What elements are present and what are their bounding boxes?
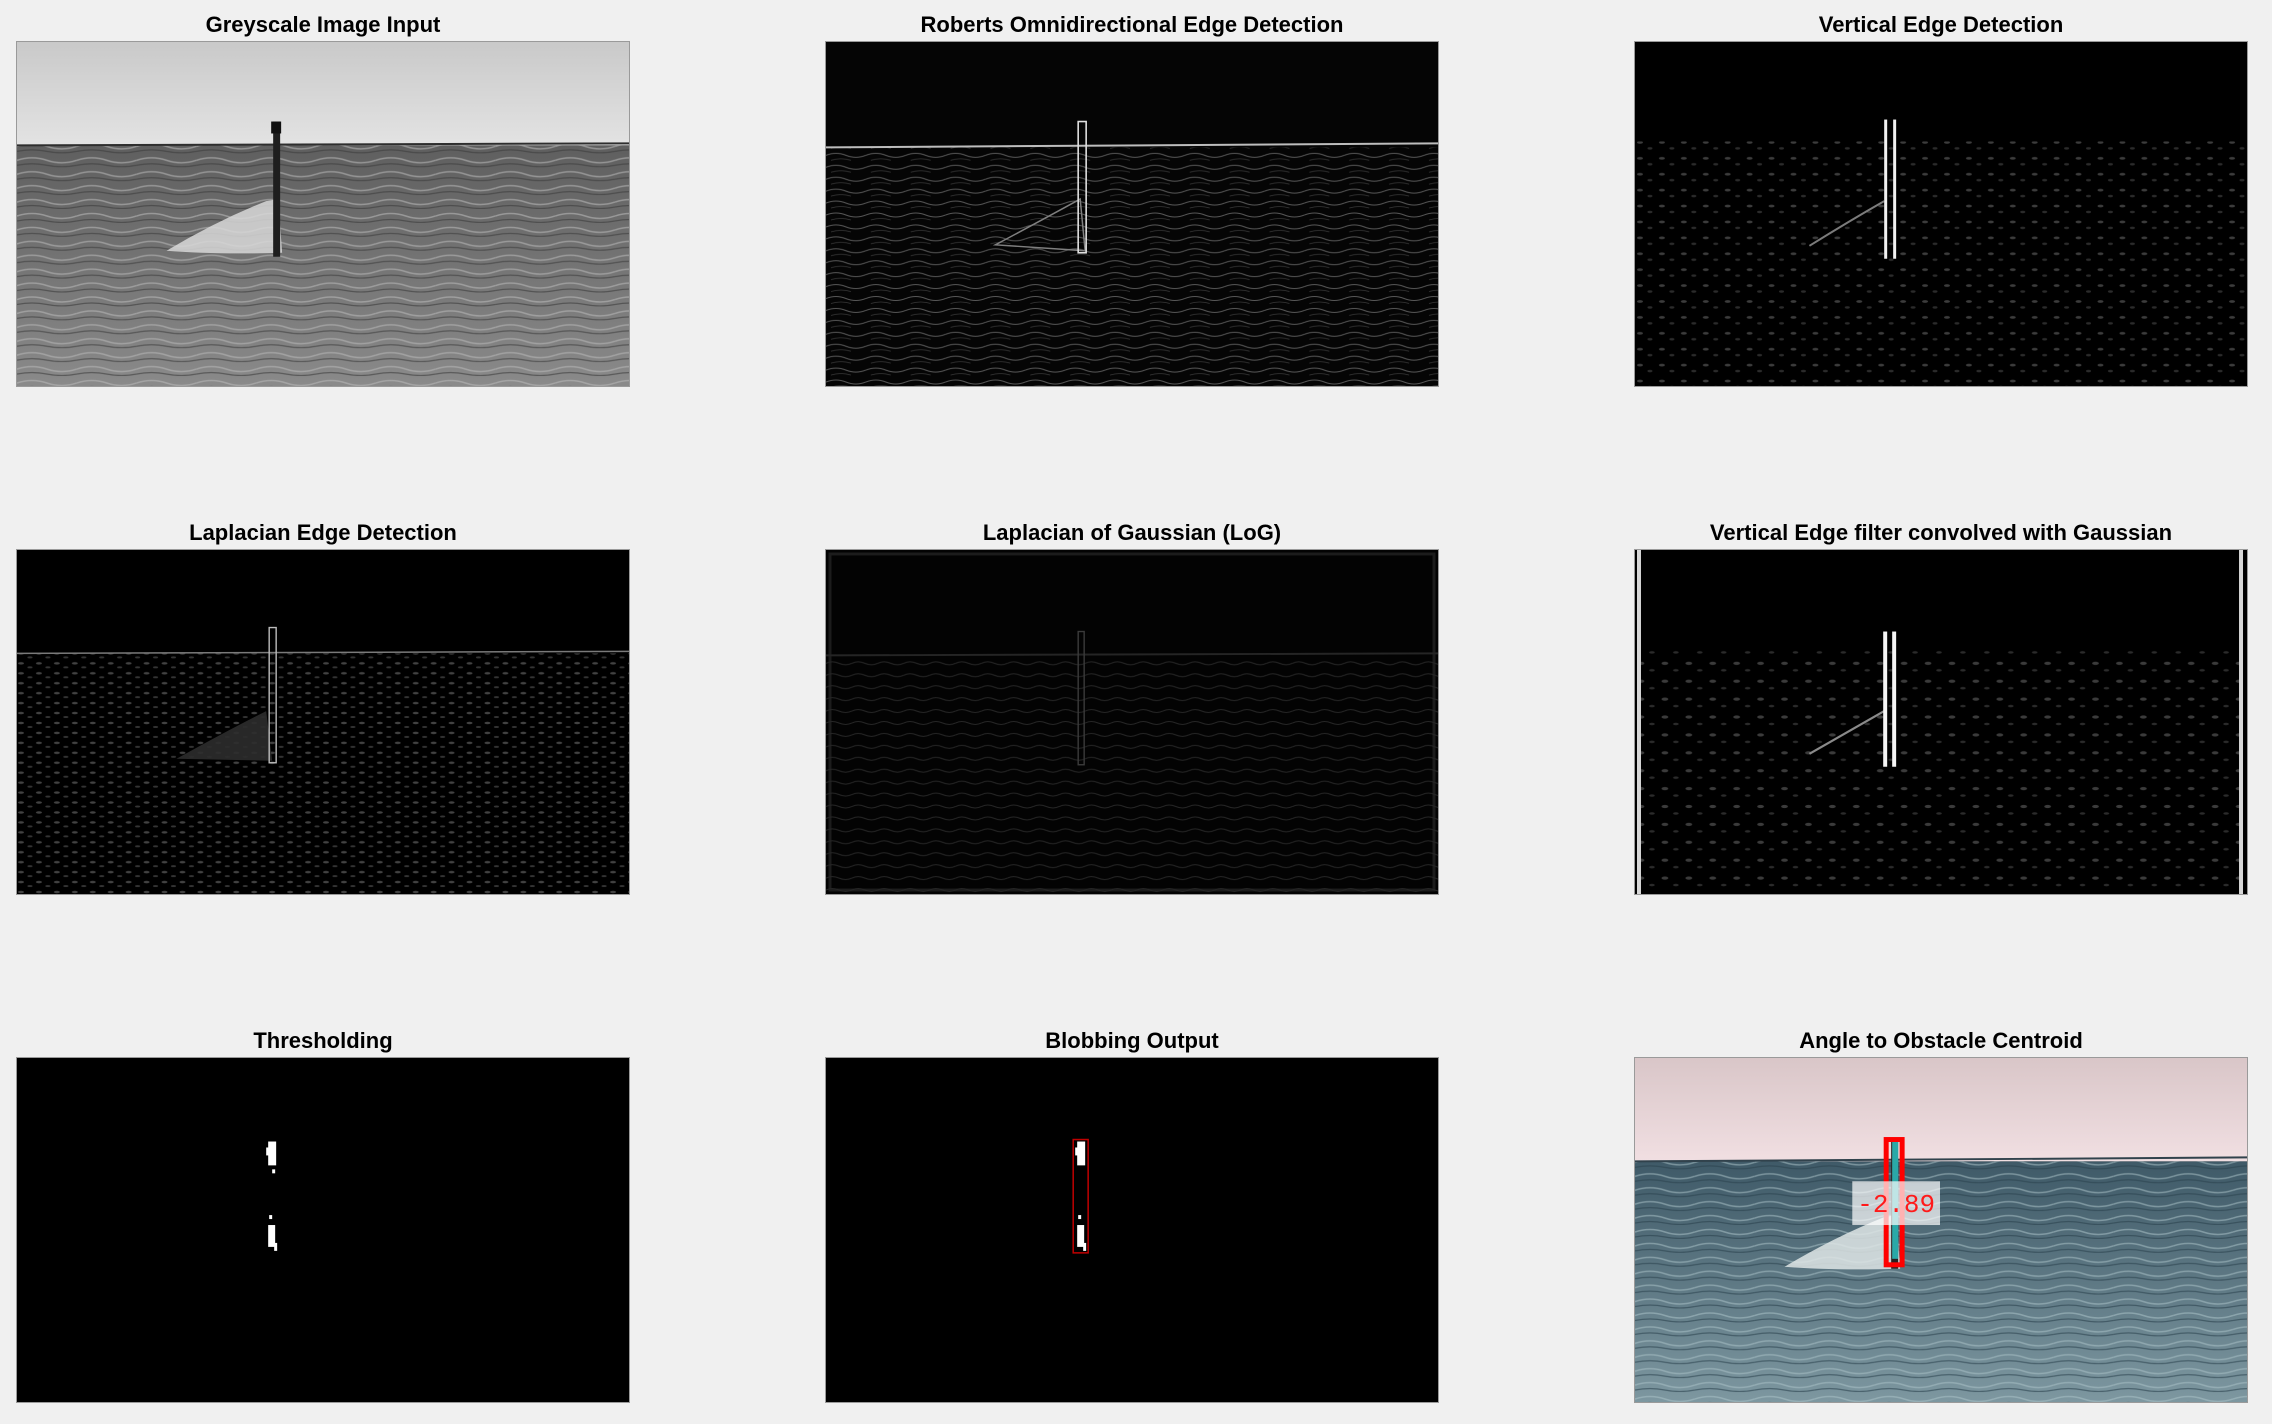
vertical-edge-image — [1634, 41, 2248, 387]
vertical-edge-gaussian-image — [1634, 549, 2248, 895]
blob-bounding-box — [1072, 1138, 1089, 1254]
panel-title: Angle to Obstacle Centroid — [1799, 1028, 2083, 1053]
panel-title: Vertical Edge filter convolved with Gaus… — [1709, 520, 2173, 545]
panel-title: Blobbing Output — [1045, 1028, 1219, 1053]
annotated-colour-image: -2.89 — [1634, 1057, 2248, 1403]
blob-mask-image — [825, 1057, 1439, 1403]
threshold-mask-image — [16, 1057, 630, 1403]
laplacian-edge-image — [16, 549, 630, 895]
greyscale-image — [16, 41, 630, 387]
panel-title: Laplacian Edge Detection — [189, 520, 457, 545]
log-edge-image — [825, 549, 1439, 895]
panel-title: Laplacian of Gaussian (LoG) — [982, 520, 1282, 545]
panel-title: Thresholding — [253, 1028, 393, 1053]
angle-label: -2.89 — [1857, 1190, 1935, 1220]
panel-title: Vertical Edge Detection — [1818, 12, 2064, 37]
panel-title: Roberts Omnidirectional Edge Detection — [920, 12, 1344, 37]
panel-title: Greyscale Image Input — [205, 12, 441, 37]
roberts-edge-image — [825, 41, 1439, 387]
